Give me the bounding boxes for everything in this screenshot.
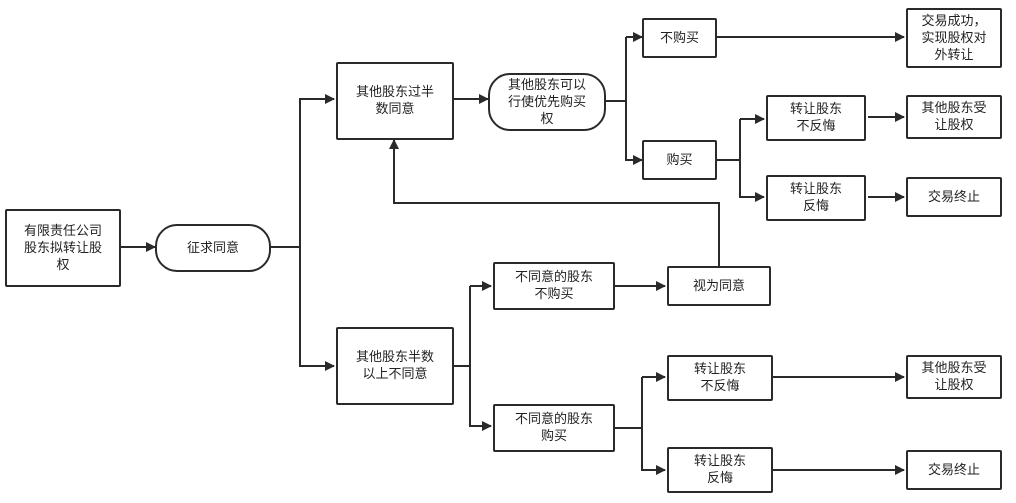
edge-dissent-buy-split — [614, 377, 643, 429]
not-buy-node: 不购买 — [642, 18, 717, 58]
edge-preemptive-split — [605, 37, 627, 102]
transfer-label-1: 其他股东受让股权 — [921, 101, 987, 133]
edge-split-to-majority-disagree — [299, 247, 335, 371]
buy-label: 购买 — [666, 152, 693, 168]
edge-to-dissent-buy — [469, 366, 492, 431]
success-node: 交易成功，实现股权对外转让 — [906, 8, 1002, 68]
edge-to-buy — [625, 101, 643, 165]
majority-disagree-node: 其他股东半数以上不同意 — [336, 327, 454, 405]
dissent-not-buy-node: 不同意的股东不购买 — [493, 262, 615, 310]
preemptive-right-node: 其他股东可以行使优先购买权 — [488, 73, 606, 131]
terminate-label-1: 交易终止 — [927, 189, 980, 205]
consult-label: 征求同意 — [186, 240, 239, 256]
terminate-node-1: 交易终止 — [906, 177, 1002, 217]
transfer-node-2: 其他股东受让股权 — [906, 355, 1002, 399]
start-label: 有限责任公司股东拟转让股权 — [23, 223, 102, 273]
regret-node-1: 转让股东反悔 — [766, 175, 866, 221]
deemed-agree-label: 视为同意 — [692, 278, 745, 294]
dissent-not-buy-label: 不同意的股东不购买 — [514, 270, 593, 302]
transfer-label-2: 其他股东受让股权 — [921, 361, 987, 393]
buy-node: 购买 — [642, 140, 717, 180]
transfer-node-1: 其他股东受让股权 — [906, 95, 1002, 139]
no-regret-node-2: 转让股东不反悔 — [667, 355, 773, 401]
no-regret-node-1: 转让股东不反悔 — [766, 95, 866, 141]
start-node: 有限责任公司股东拟转让股权 — [5, 209, 121, 287]
regret-label-1: 转让股东反悔 — [789, 182, 842, 214]
majority-agree-label: 其他股东过半数同意 — [355, 85, 434, 117]
majority-disagree-label: 其他股东半数以上不同意 — [355, 350, 434, 382]
regret-label-2: 转让股东反悔 — [693, 454, 746, 486]
consult-node: 征求同意 — [155, 224, 271, 272]
not-buy-label: 不购买 — [659, 30, 699, 46]
terminate-node-2: 交易终止 — [906, 450, 1002, 490]
success-label: 交易成功，实现股权对外转让 — [921, 13, 987, 63]
preemptive-right-label: 其他股东可以行使优先购买权 — [507, 77, 586, 127]
edge-to-regret-1 — [739, 160, 765, 202]
regret-node-2: 转让股东反悔 — [667, 447, 773, 493]
terminate-label-2: 交易终止 — [927, 462, 980, 478]
edge-buy-split — [716, 119, 741, 161]
no-regret-label-2: 转让股东不反悔 — [693, 362, 746, 394]
edge-disagree-split — [453, 286, 471, 367]
edge-to-regret-2 — [641, 428, 666, 475]
dissent-buy-label: 不同意的股东购买 — [514, 412, 593, 444]
deemed-agree-node: 视为同意 — [667, 266, 771, 306]
dissent-buy-node: 不同意的股东购买 — [493, 404, 615, 452]
majority-agree-node: 其他股东过半数同意 — [336, 62, 454, 140]
edge-deemed-to-majority-agree — [389, 139, 720, 266]
no-regret-label-1: 转让股东不反悔 — [789, 102, 842, 134]
edge-split-to-majority-agree — [299, 94, 335, 247]
